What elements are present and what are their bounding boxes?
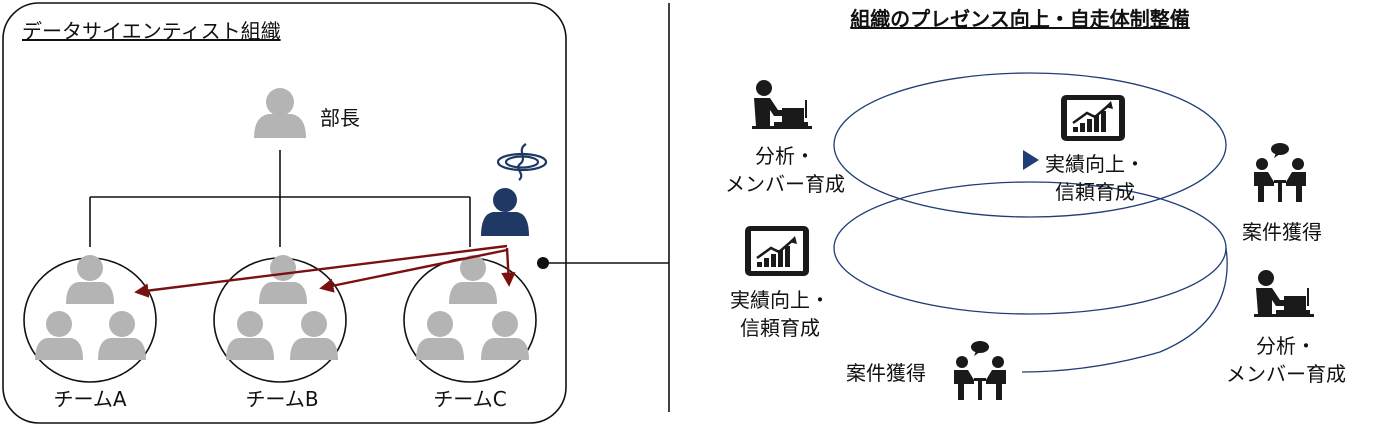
left-panel-title: データサイエンティスト組織 <box>22 19 281 43</box>
results-label-center-line2: 信頼育成 <box>1055 180 1135 204</box>
analyst-desk-icon <box>752 80 812 129</box>
meeting-icon <box>1254 143 1306 202</box>
analyst-desk-icon-2 <box>1254 270 1314 317</box>
manager-person-icon <box>254 88 306 138</box>
acquire-label-top-right: 案件獲得 <box>1242 220 1322 244</box>
manager-label: 部長 <box>320 106 360 130</box>
analysis-label-top-left-line2: メンバー育成 <box>725 172 845 196</box>
team-b-label: チームB <box>245 387 319 411</box>
growth-spiral <box>833 72 1228 373</box>
results-label-left-line1: 実績向上・ <box>730 288 830 312</box>
team-c-label: チームC <box>433 387 507 411</box>
analysis-label-bottom-right-line1: 分析・ <box>1256 334 1316 358</box>
left-panel-frame <box>2 2 567 424</box>
results-label-center-line1: 実績向上・ <box>1045 152 1145 176</box>
leader-person-icon <box>481 188 529 236</box>
results-label-center: 実績向上・ 信頼育成 <box>1030 150 1160 206</box>
analysis-label-bottom-right-line2: メンバー育成 <box>1226 362 1346 386</box>
swirl-logo-icon <box>496 143 548 181</box>
tablet-chart-icon-2 <box>745 226 809 276</box>
tablet-chart-icon <box>1061 95 1125 141</box>
analysis-label-top-left-line1: 分析・ <box>755 144 815 168</box>
team-a-label: チームA <box>53 387 127 411</box>
connector-dot <box>537 257 549 269</box>
delegation-arrows <box>134 244 516 298</box>
right-panel-title: 組織のプレゼンス向上・自走体制整備 <box>850 7 1190 31</box>
spiral-start-marker <box>1023 150 1039 170</box>
acquire-label-bottom: 案件獲得 <box>846 361 926 385</box>
analysis-label-top-left: 分析・ メンバー育成 <box>700 142 870 198</box>
analysis-label-bottom-right: 分析・ メンバー育成 <box>1200 332 1372 388</box>
results-label-left-line2: 信頼育成 <box>740 316 820 340</box>
team-c-members-icon <box>416 255 529 360</box>
results-label-left: 実績向上・ 信頼育成 <box>705 286 855 342</box>
org-tree-lines <box>89 150 471 247</box>
meeting-icon-2 <box>954 341 1006 400</box>
